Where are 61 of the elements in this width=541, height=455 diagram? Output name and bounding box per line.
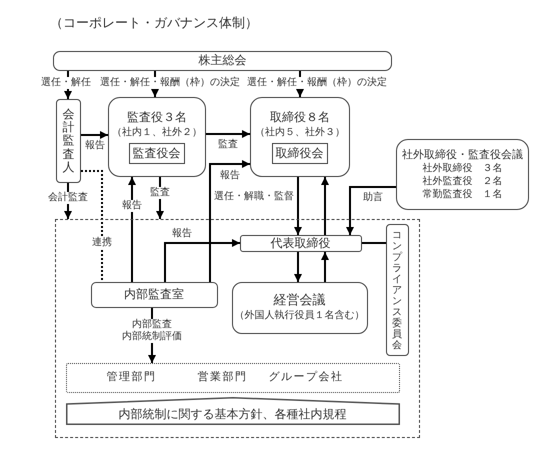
node-title: 監査役３名 bbox=[126, 110, 188, 126]
unit-label: 管理部門 bbox=[106, 370, 156, 384]
arrow bbox=[164, 239, 240, 282]
edge-label: 報告 bbox=[219, 170, 241, 182]
org-box bbox=[232, 282, 368, 334]
dashed-frame bbox=[55, 219, 420, 438]
node-label: 代表取締役 bbox=[270, 236, 332, 252]
edge-label: 助言 bbox=[362, 192, 384, 204]
arrow bbox=[81, 131, 108, 139]
vertical-label-box bbox=[56, 99, 81, 183]
edge-label: 選任・解職・監督 bbox=[213, 191, 295, 203]
org-box bbox=[396, 139, 529, 210]
node-subtitle: （外国人執行役員１名含む） bbox=[234, 309, 366, 322]
node-title: 社外取締役・監査役会議 bbox=[401, 148, 524, 162]
arrow bbox=[294, 177, 302, 235]
member-count-line: 社外取締役 ３名 bbox=[422, 162, 504, 176]
edge-label: 選任・解任・報酬（枠）の決定 bbox=[99, 77, 241, 89]
node-label: 内部統制に関する基本方針、各種社内規程 bbox=[118, 406, 348, 422]
diagram-title: （コーポレート・ガバナンス体制） bbox=[50, 15, 258, 32]
node-label: 会計監査人 bbox=[62, 108, 74, 174]
header-bar bbox=[53, 51, 392, 71]
node-label: コンプライアンス委員会 bbox=[392, 230, 402, 350]
unit-label: グループ会社 bbox=[268, 370, 344, 384]
foundation-shape bbox=[66, 396, 400, 424]
edge-label: 選任・解任 bbox=[40, 77, 92, 89]
vertical-label-box bbox=[386, 224, 408, 356]
edge-label: 報告 bbox=[84, 140, 106, 152]
arrow bbox=[294, 252, 302, 282]
arrow bbox=[209, 160, 250, 282]
edge-label: 内部監査内部統制評価 bbox=[121, 319, 183, 343]
node-label: 内部監査室 bbox=[123, 286, 185, 302]
node-label: 監査役会 bbox=[132, 146, 182, 162]
node-subtitle: （社内１、社外２） bbox=[111, 126, 203, 139]
dotted-band bbox=[66, 362, 400, 392]
edge-label: 報告 bbox=[121, 200, 143, 212]
node-subtitle: （社内５、社外３） bbox=[254, 126, 346, 139]
org-box bbox=[240, 234, 362, 252]
edge-label: 監査 bbox=[217, 139, 239, 151]
org-box bbox=[108, 97, 206, 177]
edge-label: 会計監査 bbox=[47, 192, 89, 204]
edge-label: 報告 bbox=[171, 228, 193, 240]
org-box bbox=[90, 282, 218, 308]
member-count-line: 社外監査役 ２名 bbox=[422, 175, 504, 188]
unit-label: 営業部門 bbox=[198, 370, 248, 384]
arrow bbox=[346, 186, 396, 235]
node-title: 経営会議 bbox=[272, 292, 326, 310]
arrow bbox=[156, 177, 164, 219]
org-box bbox=[250, 97, 350, 177]
connector-line bbox=[81, 170, 103, 282]
connector-line bbox=[362, 242, 386, 244]
node-label: 取締役会 bbox=[274, 146, 324, 162]
edge-label: 選任・解任・報酬（枠）の決定 bbox=[246, 77, 388, 89]
arrow bbox=[321, 252, 329, 282]
edge-label: 監査 bbox=[149, 187, 171, 199]
node-title: 取締役８名 bbox=[269, 110, 331, 126]
arrow bbox=[128, 177, 136, 282]
edge-label: 連携 bbox=[91, 237, 113, 249]
arrow bbox=[321, 177, 329, 235]
node-label: 株主総会 bbox=[198, 53, 248, 69]
member-count-line: 常勤監査役 １名 bbox=[422, 188, 504, 202]
arrow bbox=[206, 130, 250, 138]
